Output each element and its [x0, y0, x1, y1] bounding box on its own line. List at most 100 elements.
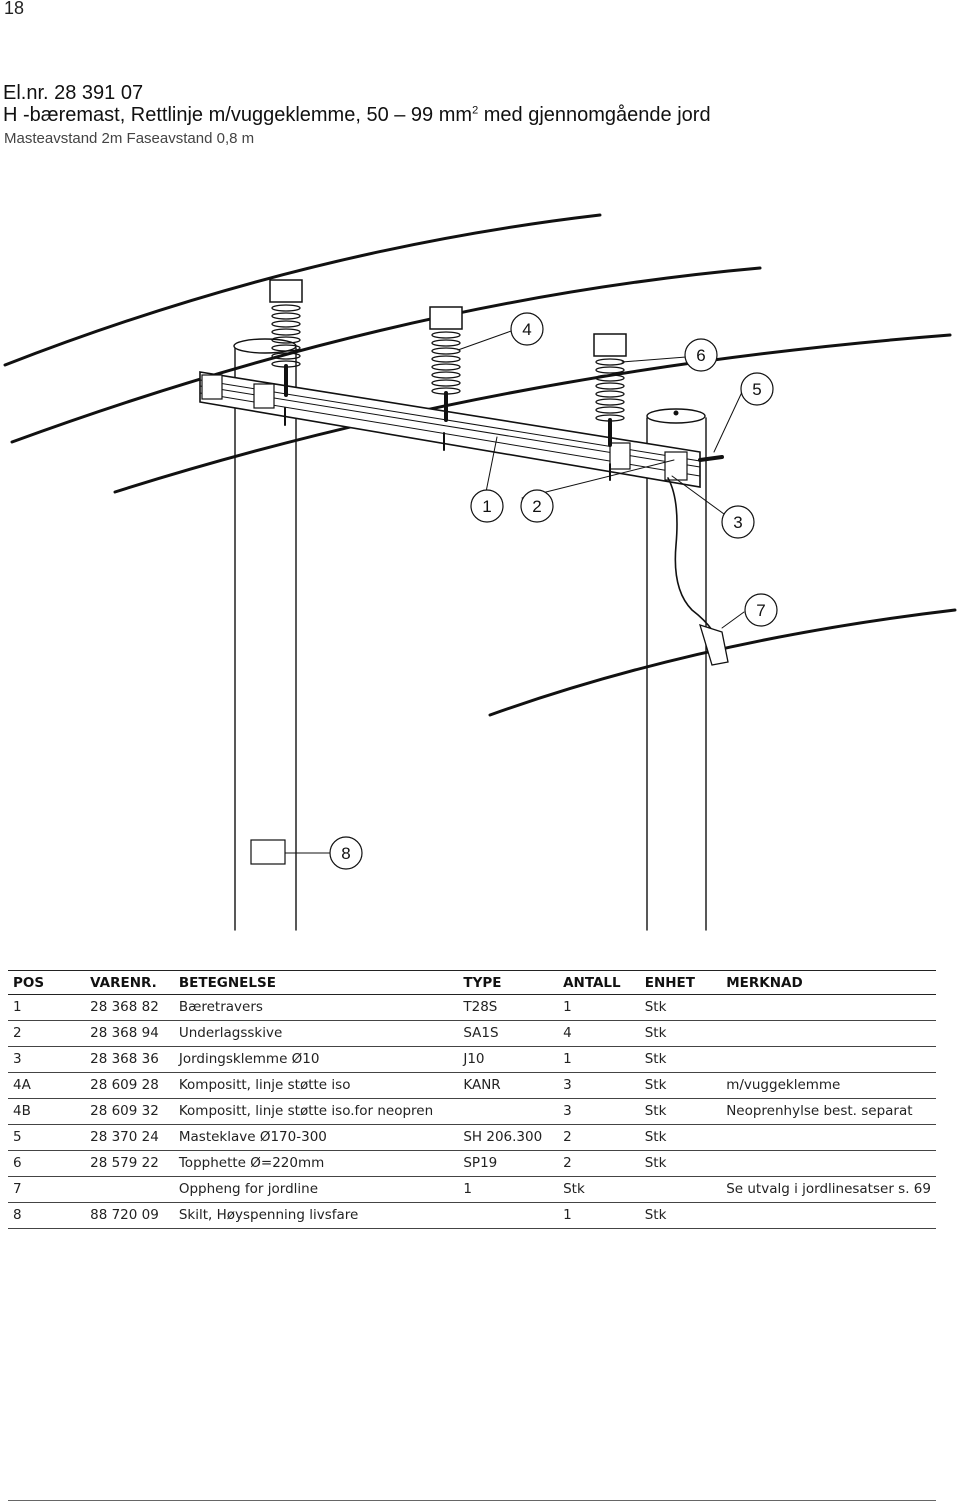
- heading-end: med gjennomgående jord: [478, 104, 711, 126]
- header-type: TYPE: [458, 970, 559, 995]
- cell-pos: 4A: [8, 1072, 86, 1099]
- callout-7: 7: [744, 593, 778, 627]
- cell-enhet: Stk: [639, 1020, 722, 1047]
- cell-betegnelse: Jordingsklemme Ø10: [173, 1046, 459, 1073]
- callout-label: 5: [752, 380, 761, 399]
- callout-label: 4: [522, 320, 531, 339]
- header-enhet: ENHET: [639, 970, 722, 995]
- cell-antall: 2: [558, 1150, 640, 1177]
- cell-merknad: m/vuggeklemme: [721, 1072, 936, 1099]
- cell-merknad: [721, 1046, 936, 1073]
- cell-betegnelse: Bæretravers: [173, 994, 459, 1021]
- document-title: El.nr. 28 391 07: [3, 82, 144, 104]
- cell-antall: 1: [558, 1202, 640, 1229]
- cell-antall: 1: [558, 994, 640, 1021]
- cell-type: SP19: [458, 1150, 559, 1177]
- cell-type: T28S: [458, 994, 559, 1021]
- cell-pos: 8: [8, 1202, 86, 1229]
- cell-betegnelse: Skilt, Høyspenning livsfare: [173, 1202, 459, 1229]
- callout-label: 6: [696, 346, 705, 365]
- cell-type: SA1S: [458, 1020, 559, 1047]
- cell-merknad: [721, 1202, 936, 1229]
- pole-right: [646, 408, 707, 931]
- cell-enhet: Stk: [639, 1124, 722, 1151]
- cell-type: KANR: [458, 1072, 559, 1099]
- cell-varenr: 28 609 32: [85, 1098, 174, 1125]
- cell-varenr: 28 368 82: [85, 994, 174, 1021]
- conductor-line-1: [3, 213, 602, 367]
- cell-type: 1: [458, 1176, 559, 1203]
- cell-type: [458, 1098, 559, 1125]
- cell-merknad: [721, 1150, 936, 1177]
- cell-enhet: Stk: [639, 1046, 722, 1073]
- page-number: 18: [4, 0, 25, 18]
- spacing-info: Masteavstand 2m Faseavstand 0,8 m: [4, 130, 255, 147]
- callout-label: 1: [482, 497, 491, 516]
- cell-enhet: Stk: [639, 1072, 722, 1099]
- callout-label: 8: [341, 844, 350, 863]
- cell-pos: 7: [8, 1176, 86, 1203]
- footer-divider: [8, 1500, 936, 1501]
- heading-main: H -bæremast, Rettlinje m/vuggeklemme, 50…: [3, 104, 473, 126]
- insulator-1: [269, 279, 303, 397]
- table-header-row: POS VARENR. BETEGNELSE TYPE ANTALL ENHET…: [8, 970, 936, 995]
- callout-6: 6: [684, 338, 718, 372]
- cell-betegnelse: Underlagsskive: [173, 1020, 459, 1047]
- cell-merknad: [721, 994, 936, 1021]
- cell-merknad: [721, 1124, 936, 1151]
- cell-merknad: [721, 1020, 936, 1047]
- cell-pos: 6: [8, 1150, 86, 1177]
- cell-varenr: 28 368 36: [85, 1046, 174, 1073]
- callout-8: 8: [329, 836, 363, 870]
- callout-2: 2: [520, 489, 554, 523]
- callout-label: 2: [532, 497, 541, 516]
- cell-betegnelse: Kompositt, linje støtte iso.for neopren: [173, 1098, 459, 1125]
- cell-betegnelse: Kompositt, linje støtte iso: [173, 1072, 459, 1099]
- callout-label: 7: [756, 601, 765, 620]
- cell-type: J10: [458, 1046, 559, 1073]
- cell-varenr: 28 609 28: [85, 1072, 174, 1099]
- cell-pos: 5: [8, 1124, 86, 1151]
- cell-enhet: Stk: [639, 994, 722, 1021]
- parts-table: POS VARENR. BETEGNELSE TYPE ANTALL ENHET…: [8, 970, 936, 1229]
- cross-arm: [199, 371, 724, 488]
- header-antall: ANTALL: [558, 970, 640, 995]
- cell-varenr: 28 368 94: [85, 1020, 174, 1047]
- callout-4: 4: [510, 312, 544, 346]
- ground-clamp: [699, 624, 729, 666]
- cell-varenr: 88 720 09: [85, 1202, 174, 1229]
- callout-1: 1: [470, 489, 504, 523]
- cell-betegnelse: Masteklave Ø170-300: [173, 1124, 459, 1151]
- cell-type: [458, 1202, 559, 1229]
- technical-drawing: 4 6 5 1 2 3 7 8: [3, 213, 957, 931]
- cell-merknad: Se utvalg i jordlinesatser s. 69: [721, 1176, 936, 1203]
- insulator-3: [593, 333, 627, 447]
- cell-antall: 3: [558, 1072, 640, 1099]
- cell-antall: 1: [558, 1046, 640, 1073]
- callout-label: 3: [733, 513, 742, 532]
- cell-pos: 2: [8, 1020, 86, 1047]
- cell-betegnelse: Oppheng for jordline: [173, 1176, 459, 1203]
- cell-type: SH 206.300: [458, 1124, 559, 1151]
- cell-antall: Stk: [558, 1176, 640, 1203]
- cell-pos: 1: [8, 994, 86, 1021]
- callout-5: 5: [740, 372, 774, 406]
- cell-betegnelse: Topphette Ø=220mm: [173, 1150, 459, 1177]
- ground-wire-drop: [667, 477, 713, 631]
- conductor-line-3: [113, 333, 952, 494]
- cell-enhet: Stk: [639, 1202, 722, 1229]
- cell-enhet: Stk: [639, 1098, 722, 1125]
- cell-antall: 2: [558, 1124, 640, 1151]
- insulator-2: [429, 306, 463, 422]
- cell-antall: 3: [558, 1098, 640, 1125]
- cell-enhet: [639, 1176, 722, 1203]
